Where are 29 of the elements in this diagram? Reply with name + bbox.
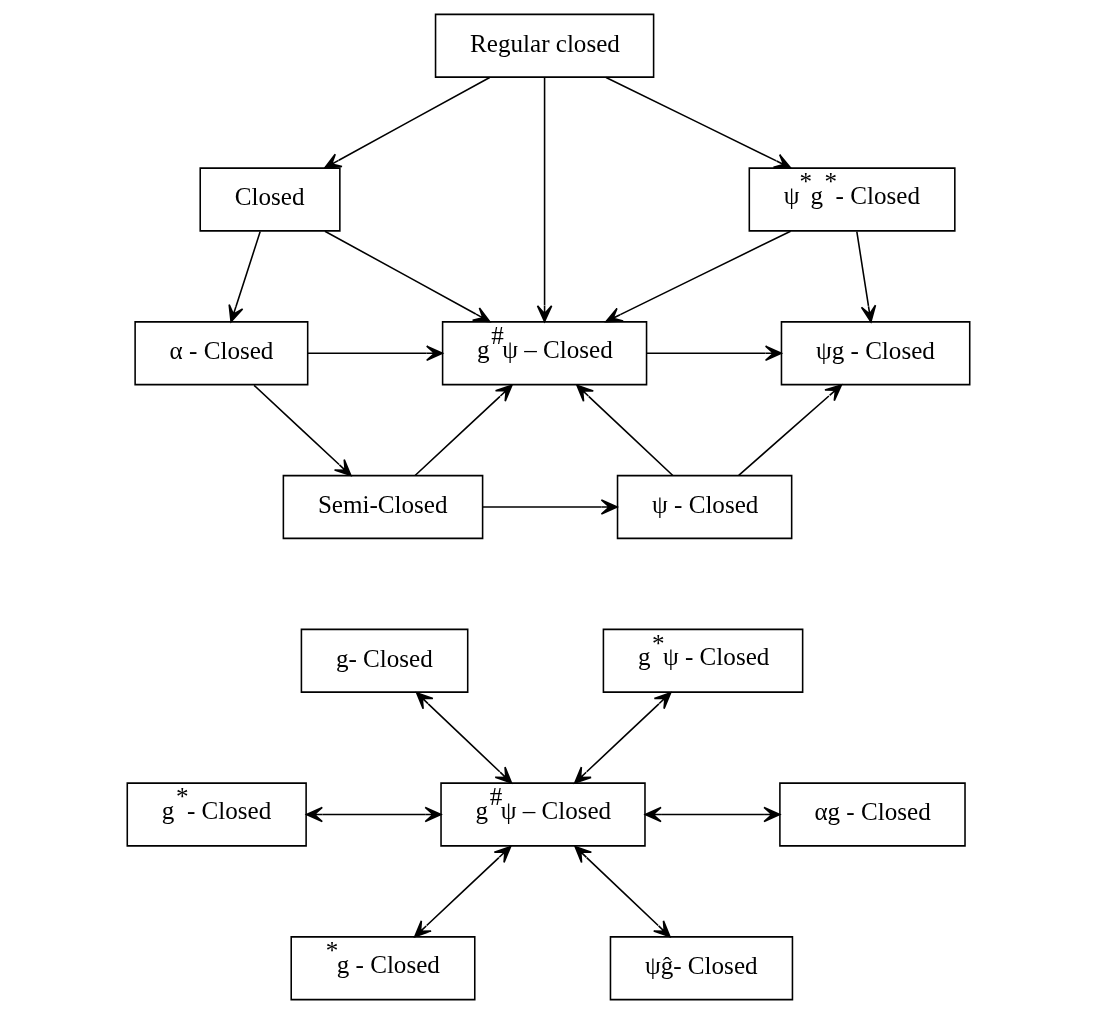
- node-box: g- Closed: [300, 628, 469, 693]
- arrow: [253, 384, 352, 477]
- arrow: [605, 76, 792, 169]
- arrow: [605, 230, 792, 323]
- arrow: [856, 230, 877, 323]
- arrow: [307, 345, 444, 362]
- arrow: [228, 230, 261, 323]
- arrow: [737, 384, 843, 477]
- node-box: Closed: [199, 167, 341, 232]
- arrow: [414, 845, 512, 938]
- arrow: [644, 806, 781, 823]
- node-box: α - Closed: [134, 321, 309, 386]
- arrow: [305, 806, 442, 823]
- arrow: [324, 76, 491, 169]
- arrow: [415, 692, 513, 784]
- node-box: Regular closed: [434, 13, 655, 78]
- arrow: [645, 345, 783, 362]
- arrow: [324, 230, 491, 323]
- arrow: [414, 384, 513, 477]
- node-box: ψ - Closed: [616, 474, 793, 540]
- node-box: ψĝ- Closed: [609, 936, 794, 1001]
- arrow: [574, 845, 671, 938]
- arrow: [576, 384, 674, 477]
- arrow: [574, 692, 672, 784]
- arrow: [482, 499, 618, 515]
- node-box: Semi-Closed: [282, 474, 484, 540]
- node-box: ψg - Closed: [780, 321, 971, 386]
- arrow: [536, 76, 553, 323]
- node-box: αg - Closed: [779, 782, 966, 847]
